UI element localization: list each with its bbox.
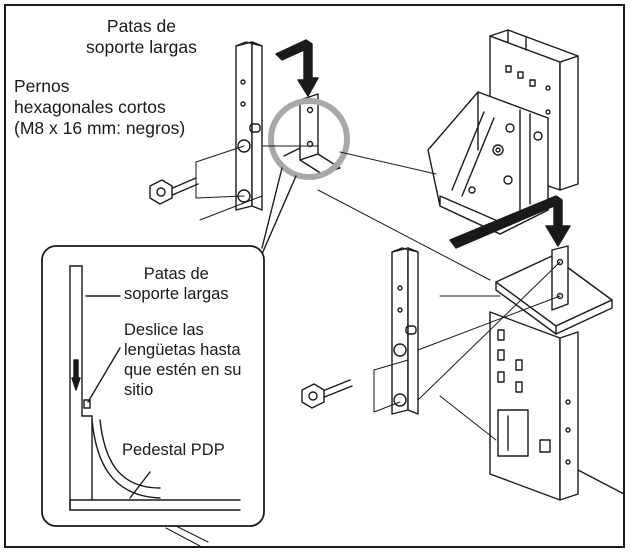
label-slide-tabs: Deslice las lengüetas hasta que estén en… bbox=[124, 321, 242, 399]
highlight-circle bbox=[268, 98, 350, 180]
hex-bolt-left bbox=[149, 177, 199, 205]
diagram-frame bbox=[4, 4, 625, 548]
hex-bolt-right bbox=[301, 379, 353, 409]
alignment-lines bbox=[195, 145, 561, 441]
floor-lines bbox=[165, 525, 209, 547]
inset-detail bbox=[41, 245, 265, 527]
label-inset-long-support-legs: Patas de soporte largas bbox=[124, 265, 229, 303]
lower-column bbox=[489, 311, 579, 501]
insert-arrow-right bbox=[449, 195, 571, 249]
label-pdp-pedestal: Pedestal PDP bbox=[122, 441, 225, 459]
insert-arrow-top bbox=[275, 39, 319, 97]
label-short-hex-bolts: Pernos hexagonales cortos (M8 x 16 mm: n… bbox=[14, 76, 186, 138]
callout-leaders bbox=[261, 167, 297, 255]
label-long-support-legs: Patas de soporte largas bbox=[86, 16, 197, 57]
left-pedestal-tab bbox=[283, 93, 341, 175]
right-pedestal-tab bbox=[551, 245, 569, 311]
right-support-leg bbox=[391, 247, 419, 415]
left-support-leg bbox=[235, 41, 263, 211]
